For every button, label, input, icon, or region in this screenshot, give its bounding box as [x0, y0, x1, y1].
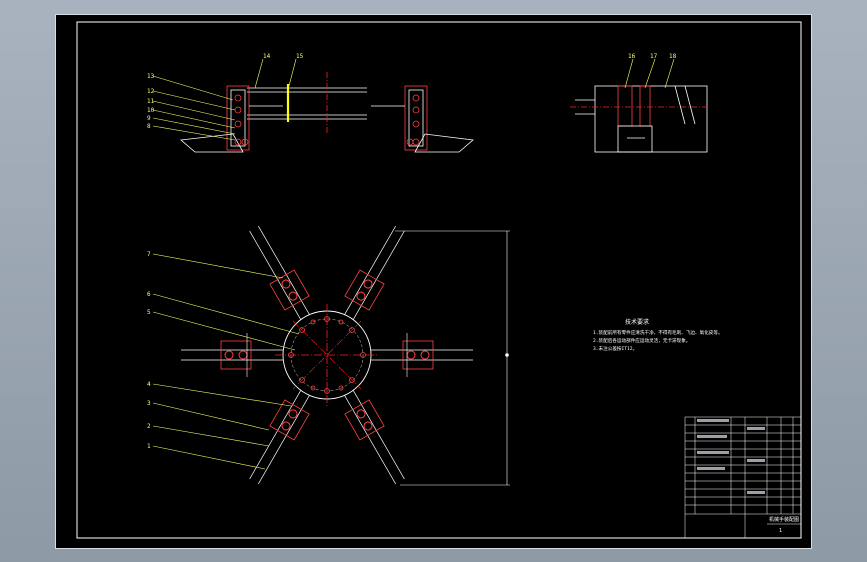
callout-16: 16 — [628, 53, 636, 60]
tech-note-line-3: 3.未注公差按IT12。 — [593, 345, 637, 352]
tech-notes-heading: 技术要求 — [625, 318, 649, 326]
callout-12: 12 — [147, 88, 155, 95]
drawing-border — [76, 21, 802, 539]
callout-17: 17 — [650, 53, 658, 60]
callout-10: 10 — [147, 107, 155, 114]
title-block — [684, 416, 802, 539]
front-view — [180, 84, 474, 153]
arm-right — [371, 333, 473, 377]
callout-3: 3 — [147, 400, 151, 407]
title-block-hatch — [697, 419, 765, 494]
hub-bolt-holes — [288, 316, 366, 394]
tech-note-line-2: 2.装配后各运动部件应运动灵活，无卡滞现象。 — [593, 337, 690, 344]
callout-1: 1 — [147, 443, 151, 450]
plan-view — [181, 225, 510, 486]
front-callout-leaders — [152, 58, 297, 141]
arm-upper-left — [249, 225, 310, 320]
callout-14: 14 — [263, 53, 271, 60]
arm-left — [181, 333, 283, 377]
side-view — [570, 85, 708, 153]
plan-callout-leaders — [152, 253, 300, 470]
side-callout-leaders — [624, 58, 675, 89]
tech-notes: 技术要求 1.装配前所有零件应清洗干净，不得有毛刺、飞边、氧化皮等。 2.装配后… — [593, 318, 723, 352]
callout-4: 4 — [147, 381, 151, 388]
callout-8: 8 — [147, 123, 151, 130]
arm-lower-left — [249, 390, 310, 485]
callout-18: 18 — [669, 53, 677, 60]
drawing-sheet: 13 12 11 10 9 8 14 15 16 17 18 — [55, 14, 812, 549]
tech-note-line-1: 1.装配前所有零件应清洗干净，不得有毛刺、飞边、氧化皮等。 — [593, 329, 723, 336]
callout-7: 7 — [147, 251, 151, 258]
callout-5: 5 — [147, 309, 151, 316]
cad-drawing: 13 12 11 10 9 8 14 15 16 17 18 — [76, 21, 802, 539]
front-view-holes — [234, 94, 420, 146]
title-block-sheet: 1 — [779, 528, 782, 534]
plan-dimension — [395, 230, 510, 486]
title-block-part-name: 机械手装配图 — [769, 516, 799, 523]
arm-lower-right — [344, 390, 405, 485]
arm-upper-right — [344, 225, 405, 320]
callout-6: 6 — [147, 291, 151, 298]
callout-9: 9 — [147, 115, 151, 122]
callout-2: 2 — [147, 423, 151, 430]
callout-15: 15 — [296, 53, 304, 60]
callout-11: 11 — [147, 98, 155, 105]
callout-13: 13 — [147, 73, 155, 80]
